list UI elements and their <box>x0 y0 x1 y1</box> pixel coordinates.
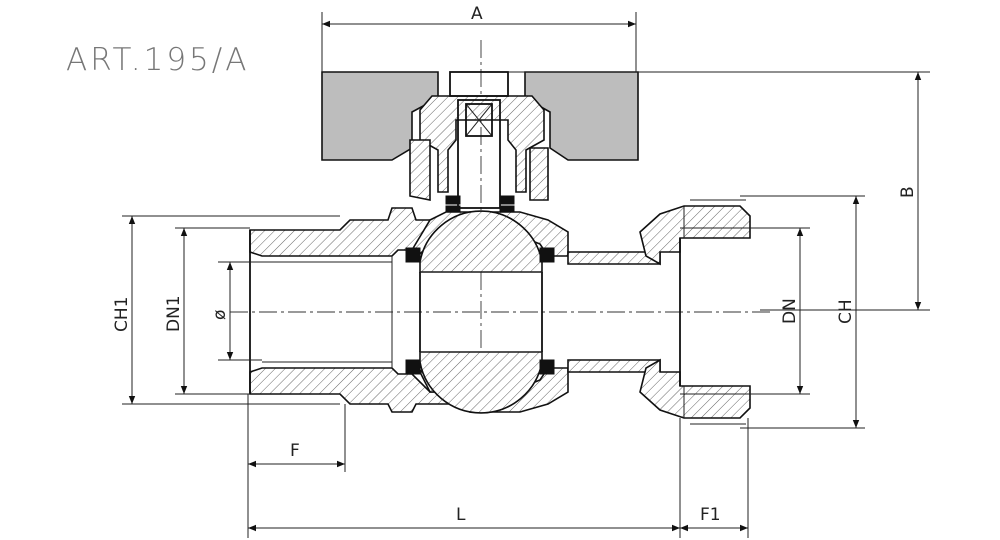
dim-label-b: B <box>898 186 918 198</box>
dim-label-f: F <box>290 441 300 461</box>
dim-label-ch: CH <box>836 299 856 324</box>
stem-assembly <box>409 71 549 263</box>
valve-body <box>249 207 661 413</box>
dim-label-f1: F1 <box>700 505 721 525</box>
dim-label-dn1: DN1 <box>164 295 184 332</box>
dim-label-phi: ø <box>210 310 230 320</box>
union-nut <box>639 199 751 425</box>
butterfly-handle <box>321 71 639 161</box>
dim-label-l: L <box>456 505 466 525</box>
dim-label-dn: DN <box>780 298 800 324</box>
dimension-lines <box>128 20 922 532</box>
article-title: ART.195/A <box>66 42 249 78</box>
dim-label-a: A <box>471 4 483 24</box>
dim-label-ch1: CH1 <box>112 297 132 332</box>
ball <box>405 210 555 414</box>
